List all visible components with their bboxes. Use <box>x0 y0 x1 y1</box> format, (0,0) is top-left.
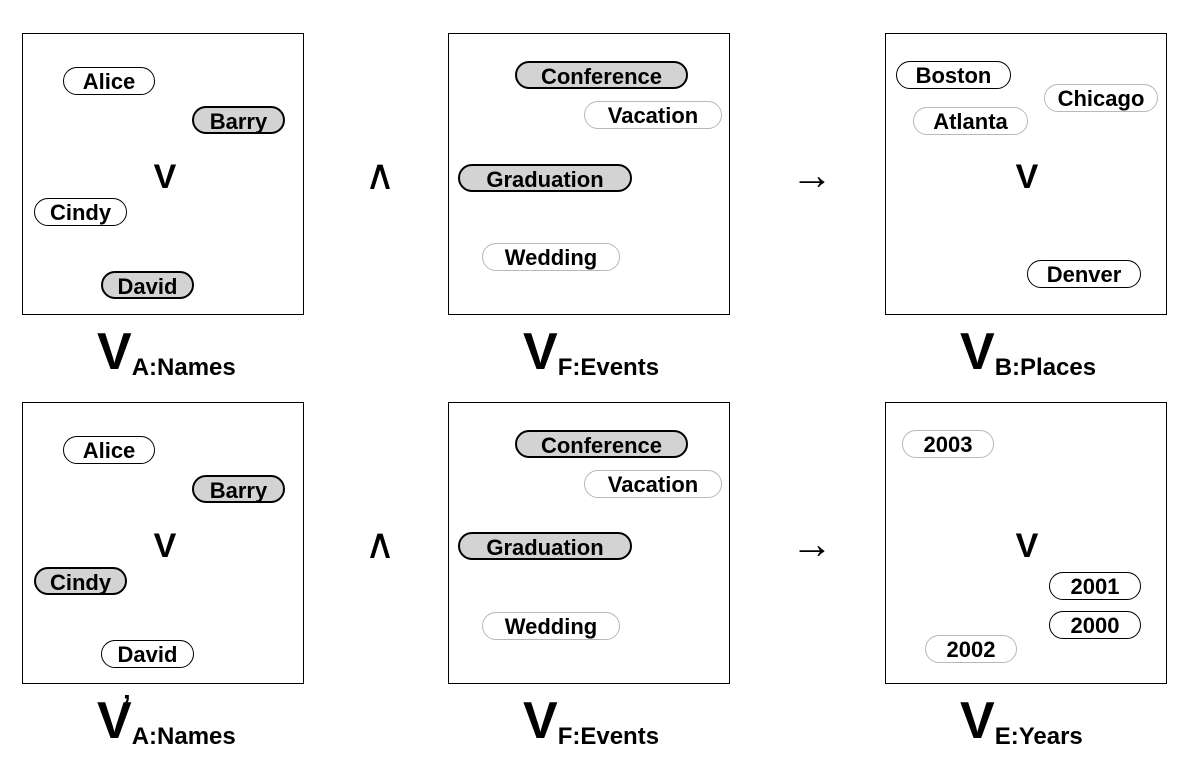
name-cindy: Cindy <box>34 198 127 226</box>
place-denver: Denver <box>1027 260 1141 288</box>
year-2001: 2001 <box>1049 572 1141 600</box>
caption-names: VA:Names <box>97 323 236 381</box>
place-chicago: Chicago <box>1044 84 1158 112</box>
year-2002: 2002 <box>925 635 1017 663</box>
caption-places: VB:Places <box>960 323 1097 381</box>
event-conference: Conference <box>515 430 688 458</box>
name-cindy: Cindy <box>34 567 127 595</box>
names-prime-panel: Alice Barry V Cindy David <box>22 402 304 684</box>
event-graduation: Graduation <box>458 164 632 192</box>
caption-events: VF:Events <box>523 692 660 750</box>
or-symbol: V <box>153 158 177 196</box>
and-operator: ∧ <box>364 520 396 567</box>
and-operator: ∧ <box>364 151 396 198</box>
caption-events: VF:Events <box>523 323 660 381</box>
event-vacation: Vacation <box>584 470 722 498</box>
implies-arrow: → <box>791 151 833 198</box>
or-symbol: V <box>1015 527 1039 565</box>
year-2000: 2000 <box>1049 611 1141 639</box>
name-alice: Alice <box>63 436 155 464</box>
implies-arrow: → <box>791 520 833 567</box>
place-boston: Boston <box>896 61 1011 89</box>
caption-years: VE:Years <box>960 692 1083 750</box>
name-barry: Barry <box>192 106 285 134</box>
event-wedding: Wedding <box>482 612 620 640</box>
caption-names-prime: V’A:Names <box>97 689 236 750</box>
or-symbol: V <box>153 527 177 565</box>
or-symbol: V <box>1015 158 1039 196</box>
year-2003: 2003 <box>902 430 994 458</box>
years-panel: 2003 V 2001 2000 2002 <box>885 402 1167 684</box>
events-panel: Conference Vacation Graduation Wedding <box>448 402 730 684</box>
name-barry: Barry <box>192 475 285 503</box>
name-alice: Alice <box>63 67 155 95</box>
events-panel: Conference Vacation Graduation Wedding <box>448 33 730 315</box>
event-vacation: Vacation <box>584 101 722 129</box>
name-david: David <box>101 640 194 668</box>
names-panel: Alice Barry V Cindy David <box>22 33 304 315</box>
event-wedding: Wedding <box>482 243 620 271</box>
places-panel: Boston Chicago Atlanta V Denver <box>885 33 1167 315</box>
place-atlanta: Atlanta <box>913 107 1028 135</box>
name-david: David <box>101 271 194 299</box>
event-conference: Conference <box>515 61 688 89</box>
event-graduation: Graduation <box>458 532 632 560</box>
